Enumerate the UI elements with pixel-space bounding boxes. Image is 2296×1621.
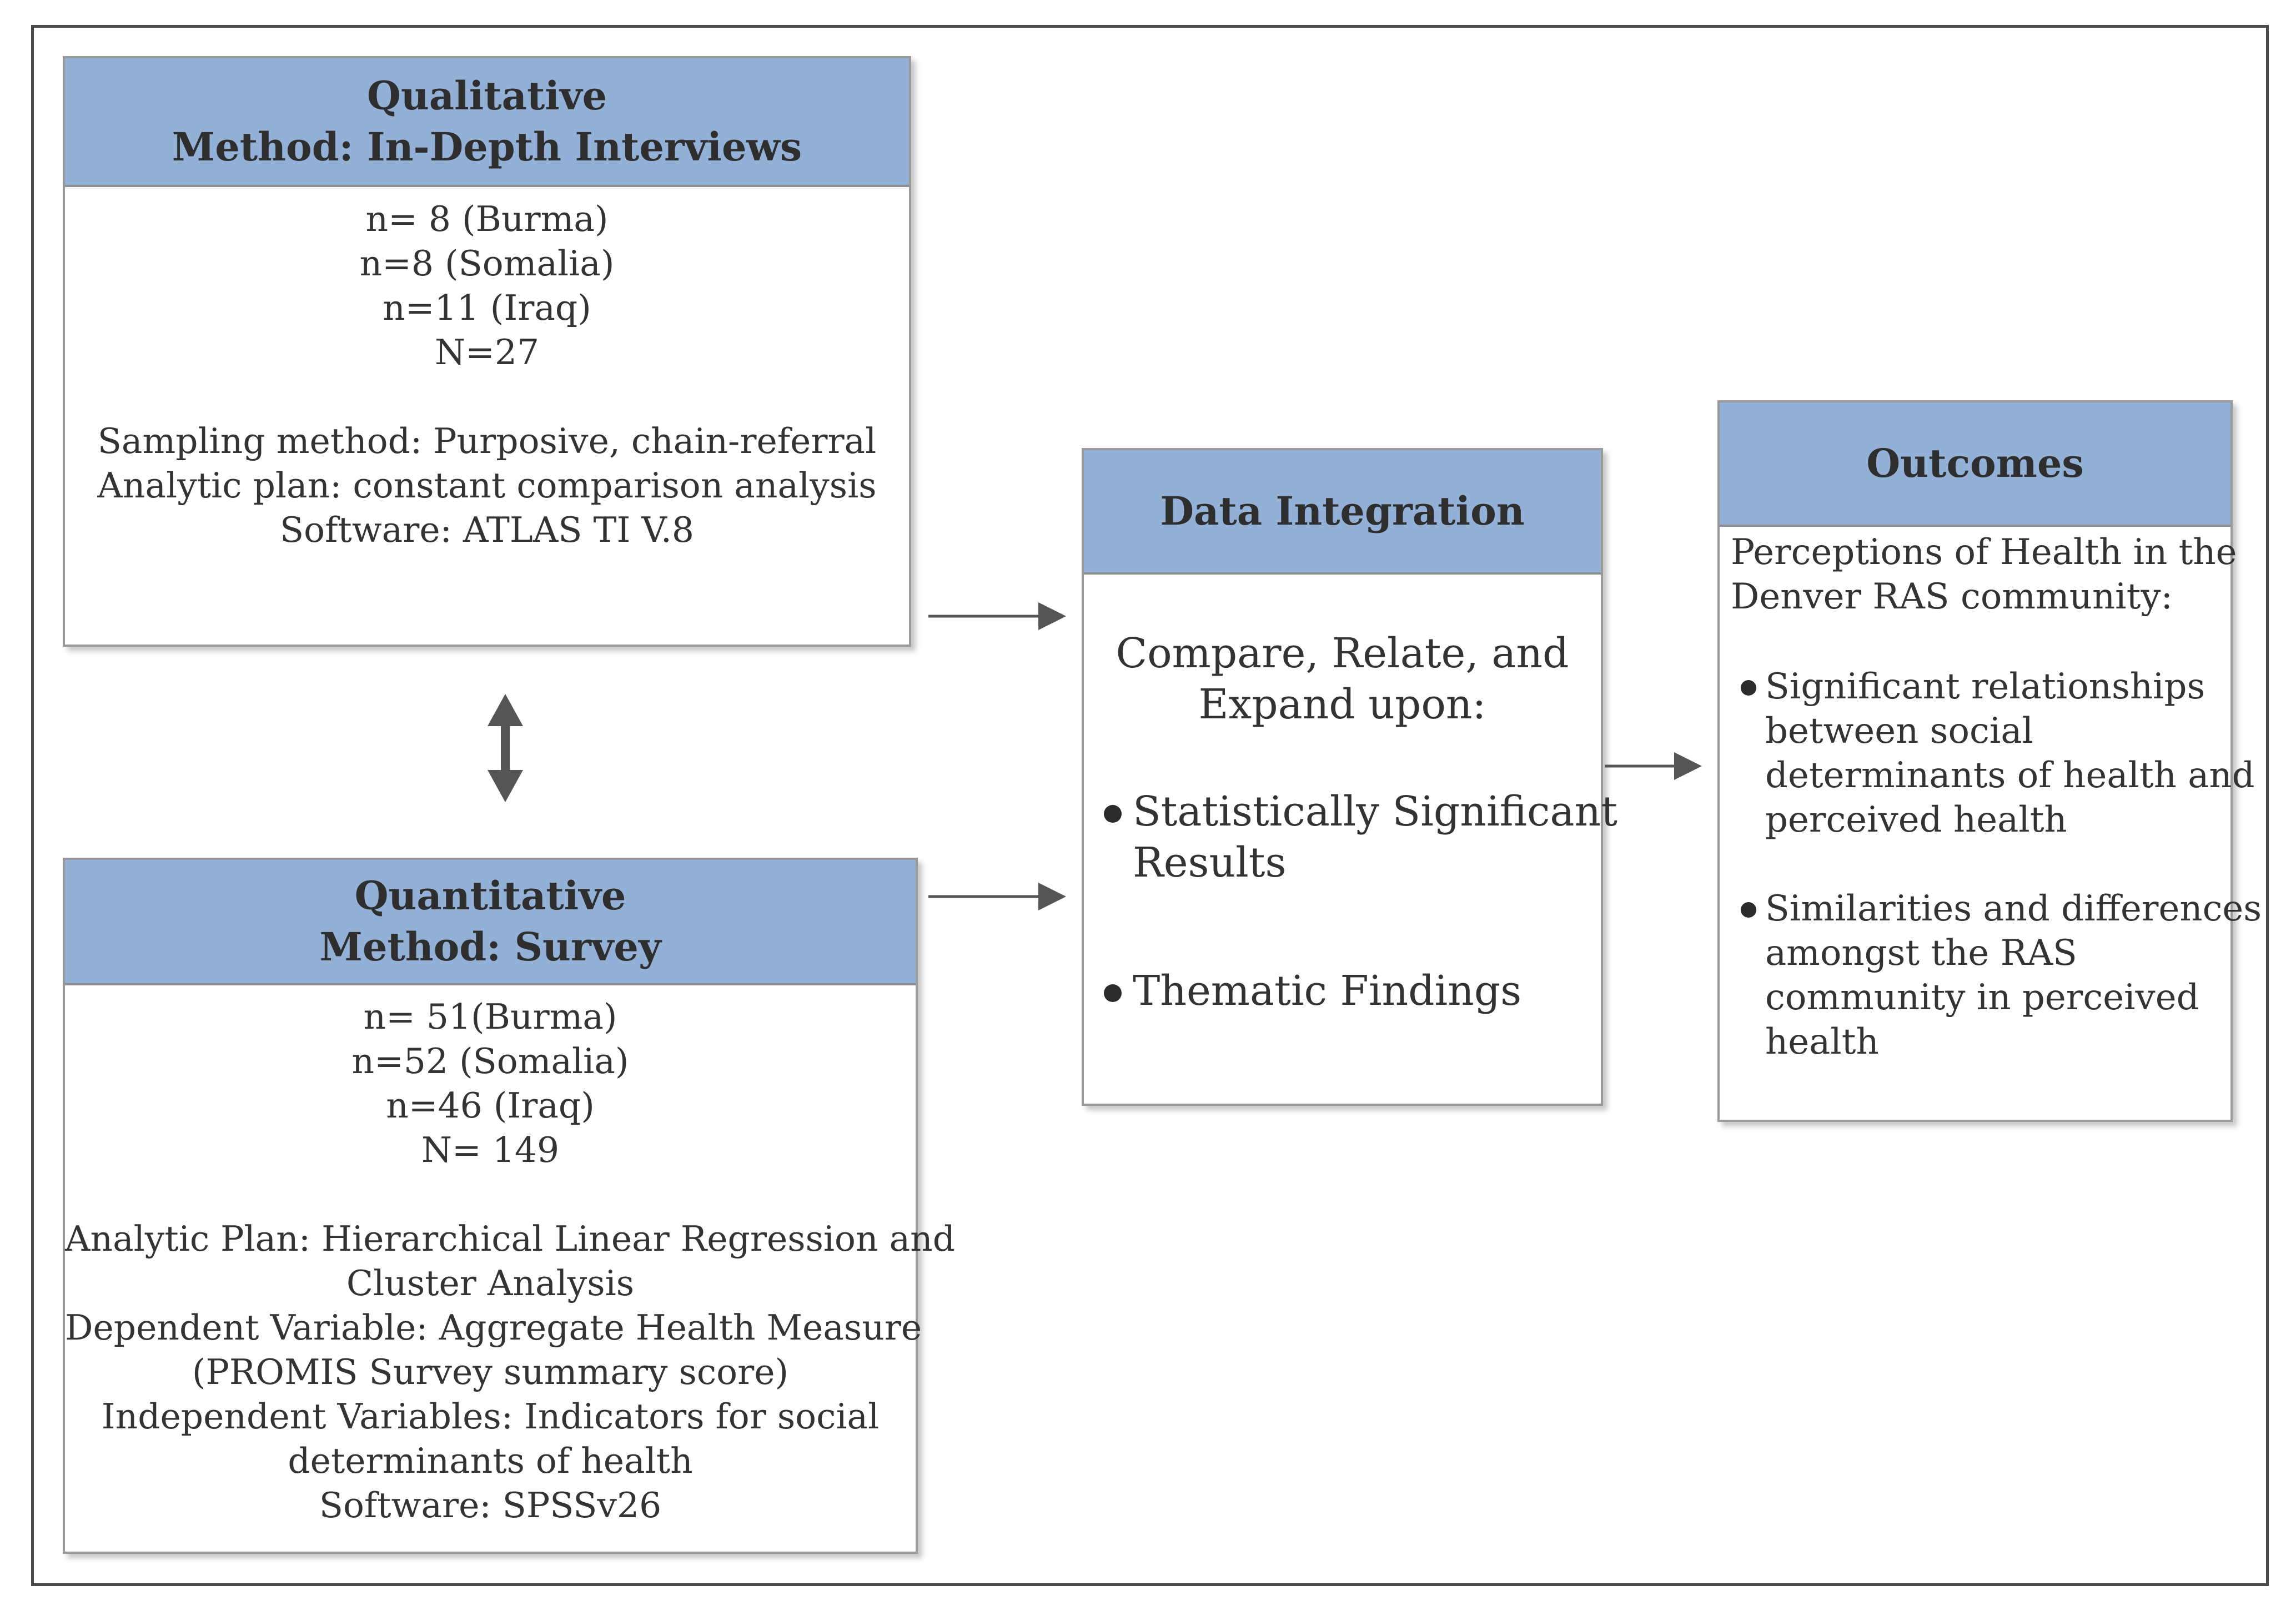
bullet-dot-icon: [1104, 805, 1122, 823]
bullet-dot-icon: [1741, 680, 1756, 696]
qualitative-line: Analytic plan: constant comparison analy…: [97, 465, 877, 506]
quantitative-line: Software: SPSSv26: [319, 1485, 662, 1526]
outcomes-bullet-line: perceived health: [1765, 799, 2067, 840]
qualitative-line: n=8 (Somalia): [359, 243, 615, 284]
quantitative-title-line2: Method: Survey: [319, 924, 661, 970]
integration-bullet: Statistically Significant Results: [1104, 786, 1617, 888]
outcomes-bullet: Significant relationships between social…: [1741, 664, 2255, 842]
quantitative-line: n=46 (Iraq): [386, 1085, 595, 1126]
quantitative-line: n=52 (Somalia): [351, 1041, 629, 1081]
quantitative-line: (PROMIS Survey summary score): [192, 1352, 789, 1392]
quantitative-line: N= 149: [421, 1130, 560, 1170]
qualitative-title-line1: Qualitative: [366, 73, 607, 119]
qualitative-body: n= 8 (Burma) n=8 (Somalia) n=11 (Iraq) N…: [65, 197, 909, 645]
quantitative-line: Analytic Plan: Hierarchical Linear Regre…: [65, 1219, 956, 1259]
integration-intro-line2: Expand upon:: [1198, 681, 1486, 728]
outcomes-bullet-line: amongst the RAS: [1765, 933, 2077, 974]
bullet-dot-icon: [1741, 902, 1756, 918]
quantitative-header: Quantitative Method: Survey: [65, 860, 916, 985]
quantitative-line: determinants of health: [288, 1441, 693, 1481]
outcomes-bullet: Similarities and differences amongst the…: [1741, 887, 2262, 1064]
outcomes-intro-line1: Perceptions of Health in the: [1731, 532, 2237, 573]
outcomes-bullet-line: community in perceived: [1765, 977, 2199, 1018]
quantitative-line: Cluster Analysis: [346, 1263, 635, 1303]
integration-title: Data Integration: [1160, 488, 1525, 534]
integration-bullet-line: Results: [1133, 839, 1287, 887]
quantitative-title-line1: Quantitative: [354, 873, 626, 919]
quantitative-line: Dependent Variable: Aggregate Health Mea…: [65, 1307, 922, 1348]
integration-header: Data Integration: [1084, 450, 1601, 575]
qualitative-line: n=11 (Iraq): [383, 288, 591, 328]
qualitative-header: Qualitative Method: In-Depth Interviews: [65, 58, 909, 187]
outcomes-bullet-line: Significant relationships: [1765, 666, 2205, 707]
outer-frame: [31, 25, 2269, 1586]
quantitative-box: Quantitative Method: Survey n= 51(Burma)…: [63, 858, 956, 1554]
double-arrow-icon: [488, 694, 523, 802]
quantitative-line: n= 51(Burma): [363, 996, 617, 1037]
quantitative-line: Independent Variables: Indicators for so…: [101, 1396, 880, 1437]
qualitative-box: Qualitative Method: In-Depth Interviews …: [63, 56, 911, 647]
integration-bullet-line: Thematic Findings: [1133, 967, 1522, 1015]
qualitative-title-line2: Method: In-Depth Interviews: [172, 124, 802, 170]
integration-intro-line1: Compare, Relate, and: [1116, 630, 1569, 677]
outcomes-header: Outcomes: [1720, 402, 2230, 527]
integration-bullet-line: Statistically Significant: [1133, 788, 1617, 835]
quantitative-body: n= 51(Burma) n=52 (Somalia) n=46 (Iraq) …: [65, 995, 956, 1552]
integration-bullet: Thematic Findings: [1104, 965, 1521, 1016]
qualitative-line: Software: ATLAS TI V.8: [280, 510, 694, 550]
bullet-dot-icon: [1104, 984, 1122, 1002]
outcomes-title: Outcomes: [1866, 440, 2084, 486]
outcomes-bullet-line: health: [1765, 1021, 1879, 1063]
qualitative-line: Sampling method: Purposive, chain-referr…: [97, 421, 877, 461]
outcomes-box: Outcomes Perceptions of Health in the De…: [1717, 400, 2262, 1122]
outcomes-intro-line2: Denver RAS community:: [1731, 576, 2173, 617]
outcomes-bullet-line: Similarities and differences: [1765, 888, 2262, 929]
qualitative-line: N=27: [434, 332, 540, 372]
outcomes-intro: Perceptions of Health in the Denver RAS …: [1731, 530, 2237, 619]
integration-intro: Compare, Relate, and Expand upon:: [1084, 628, 1601, 730]
integration-box: Data Integration Compare, Relate, and Ex…: [1082, 448, 1617, 1106]
outcomes-bullet-line: determinants of health and: [1765, 755, 2255, 796]
outcomes-bullet-line: between social: [1765, 711, 2033, 752]
qualitative-line: n= 8 (Burma): [365, 199, 609, 239]
